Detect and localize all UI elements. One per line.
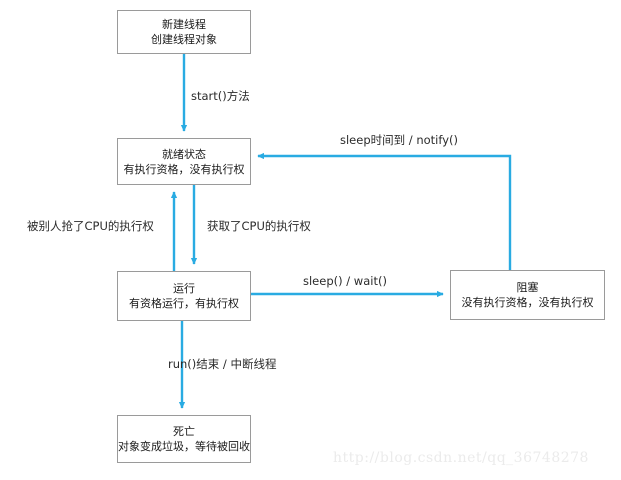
node-new-thread-title: 新建线程	[162, 18, 206, 31]
node-new-thread-subtitle: 创建线程对象	[151, 33, 217, 46]
node-running-state-title: 运行	[173, 282, 195, 295]
edge-label-notify: sleep时间到 / notify()	[340, 133, 458, 147]
node-new-thread[interactable]: 新建线程 创建线程对象	[117, 10, 251, 54]
node-dead-state-title: 死亡	[173, 425, 195, 438]
watermark-url: http://blog.csdn.net/qq_36748278	[333, 450, 589, 466]
node-blocked-state[interactable]: 阻塞 没有执行资格，没有执行权	[450, 270, 605, 320]
node-running-state-subtitle: 有资格运行，有执行权	[129, 297, 239, 310]
edge-label-preempt: 被别人抢了CPU的执行权	[27, 219, 154, 233]
node-blocked-state-title: 阻塞	[516, 281, 539, 294]
edge-label-start: start()方法	[191, 89, 250, 103]
edge-label-sleep-wait: sleep() / wait()	[303, 274, 387, 288]
node-blocked-state-subtitle: 没有执行资格，没有执行权	[461, 296, 594, 309]
node-ready-state-title: 就绪状态	[162, 147, 206, 161]
node-dead-state-subtitle: 对象变成垃圾，等待被回收	[118, 440, 250, 453]
node-dead-state[interactable]: 死亡 对象变成垃圾，等待被回收	[117, 415, 251, 463]
edge-notify-arrow	[257, 152, 512, 270]
node-ready-state-subtitle: 有执行资格，没有执行权	[123, 162, 245, 176]
node-ready-state[interactable]: 就绪状态 有执行资格，没有执行权	[117, 138, 251, 185]
edge-label-acquire: 获取了CPU的执行权	[207, 219, 311, 233]
edge-label-run-end: run()结束 / 中断线程	[168, 357, 277, 371]
node-running-state[interactable]: 运行 有资格运行，有执行权	[117, 271, 251, 321]
